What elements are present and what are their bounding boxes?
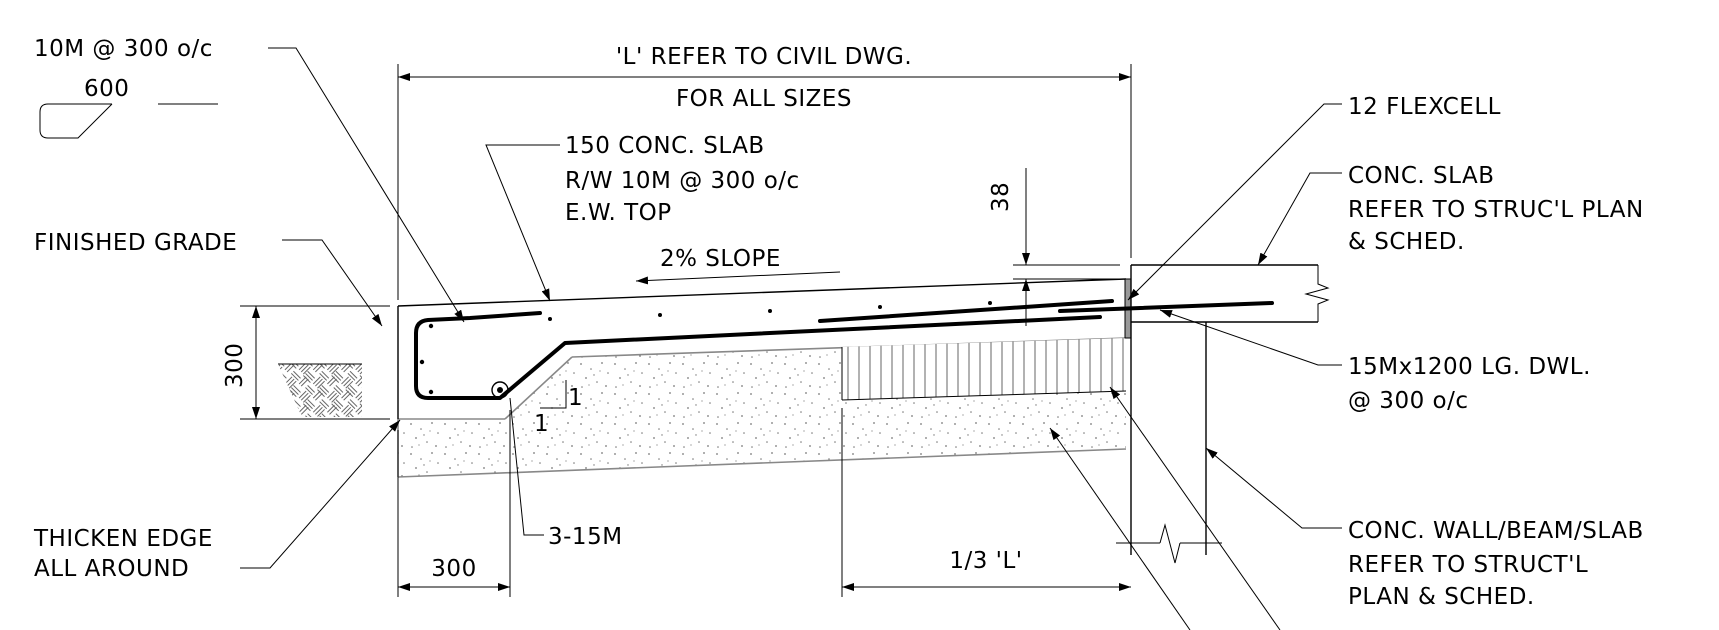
slope-ratio-mark: [540, 380, 567, 409]
label-bar-dim: 600: [84, 76, 129, 102]
label-dowel-line2: @ 300 o/c: [1348, 388, 1469, 414]
label-conc-slab-line3: & SCHED.: [1348, 229, 1465, 255]
label-span-line1: 'L' REFER TO CIVIL DWG.: [616, 44, 912, 70]
label-bottom-bars: 3-15M: [548, 524, 623, 550]
label-top-bar: 10M @ 300 o/c: [34, 36, 213, 62]
label-conc-slab-line2: REFER TO STRUC'L PLAN: [1348, 197, 1644, 223]
slab-reinforcement: [414, 299, 1274, 400]
soil-hatch: [278, 363, 362, 417]
leader-lines: [158, 47, 1342, 630]
label-thicken-line1: THICKEN EDGE: [33, 526, 213, 552]
dimension-lines: [240, 64, 1132, 597]
label-slope-ratio-run: 1: [534, 411, 549, 437]
label-slope: 2% SLOPE: [660, 246, 781, 272]
label-slab-line2: R/W 10M @ 300 o/c: [565, 168, 800, 194]
label-finished-grade: FINISHED GRADE: [34, 230, 237, 256]
label-dim-300-bottom: 300: [431, 556, 476, 582]
label-slab-line1: 150 CONC. SLAB: [565, 133, 765, 159]
concrete-slab-outline: [397, 278, 1127, 419]
label-span-line2: FOR ALL SIZES: [676, 86, 852, 112]
label-thicken-line2: ALL AROUND: [34, 556, 189, 582]
label-wall-line3: PLAN & SCHED.: [1348, 584, 1535, 610]
adjacent-structure: [1116, 264, 1330, 564]
label-slope-ratio-rise: 1: [568, 385, 583, 411]
label-conc-slab-line1: CONC. SLAB: [1348, 163, 1495, 189]
label-wall-line2: REFER TO STRUCT'L: [1348, 552, 1588, 578]
void-form: [841, 338, 1127, 401]
label-dim-300-vertical: 300: [222, 343, 248, 388]
label-dowel-line1: 15Mx1200 LG. DWL.: [1348, 354, 1591, 380]
bar-shape-sketch: [39, 103, 113, 139]
label-flexcell: 12 FLEXCELL: [1348, 94, 1501, 120]
label-one-third-L: 1/3 'L': [949, 548, 1022, 574]
label-dim-38: 38: [988, 182, 1014, 212]
label-wall-line1: CONC. WALL/BEAM/SLAB: [1348, 518, 1644, 544]
label-slab-line3: E.W. TOP: [565, 200, 672, 226]
